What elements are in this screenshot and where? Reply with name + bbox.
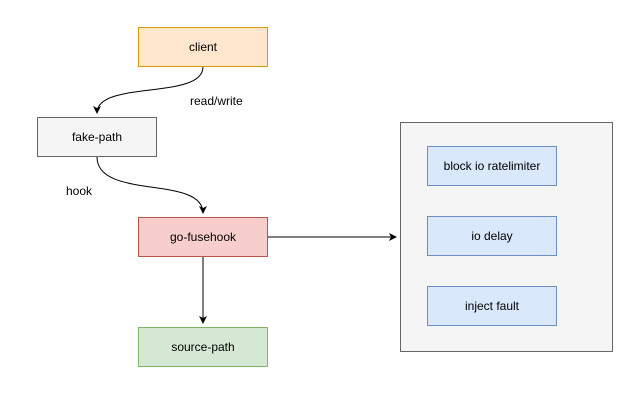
- edge-label-hook: hook: [66, 184, 93, 198]
- node-source-path[interactable]: source-path: [138, 327, 268, 367]
- hook-item-label: io delay: [471, 229, 513, 243]
- hook-item-block-io-ratelimiter[interactable]: block io ratelimiter: [427, 146, 557, 186]
- node-go-fusehook[interactable]: go-fusehook: [138, 217, 268, 257]
- hook-item-inject-fault[interactable]: inject fault: [427, 286, 557, 326]
- hook-item-io-delay[interactable]: io delay: [427, 216, 557, 256]
- hook-item-label: inject fault: [464, 299, 520, 313]
- node-source-path-label: source-path: [171, 340, 235, 354]
- node-go-fusehook-label: go-fusehook: [169, 230, 237, 244]
- hook-item-label: block io ratelimiter: [443, 159, 541, 173]
- edge-label-read-write: read/write: [190, 94, 243, 108]
- node-fake-path[interactable]: fake-path: [37, 117, 157, 157]
- edge-client-to-fake-path: [93, 66, 204, 114]
- edge-fake-path-to-fusehook: [96, 156, 207, 214]
- node-client-label: client: [188, 40, 217, 54]
- node-client[interactable]: client: [138, 27, 268, 67]
- node-fake-path-label: fake-path: [71, 130, 123, 144]
